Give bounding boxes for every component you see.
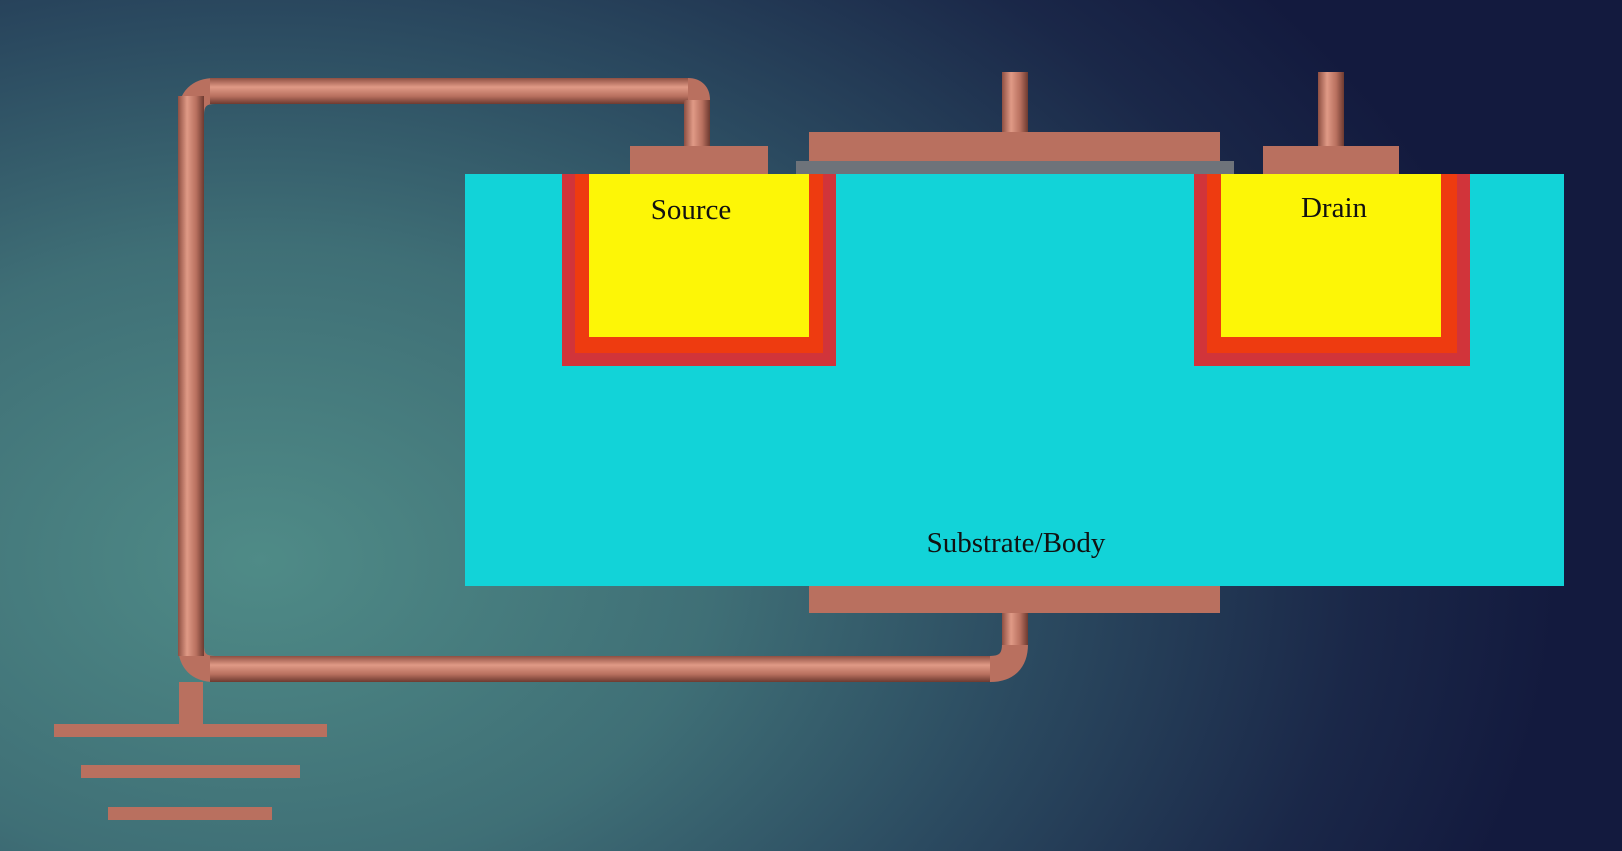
drain-terminal — [1318, 72, 1344, 146]
gate-terminal — [1002, 72, 1028, 132]
substrate-label: Substrate/Body — [927, 527, 1106, 559]
drain-label: Drain — [1301, 192, 1368, 224]
body-contact — [809, 586, 1220, 613]
drain-contact — [1263, 146, 1399, 174]
drain-region — [1194, 174, 1470, 366]
source-contact — [630, 146, 768, 174]
source-region — [562, 174, 836, 366]
source-label: Source — [651, 194, 732, 226]
ground-wire — [178, 78, 1028, 726]
gate-metal — [809, 132, 1220, 161]
ground-icon — [54, 724, 327, 820]
gate-oxide — [796, 161, 1234, 174]
